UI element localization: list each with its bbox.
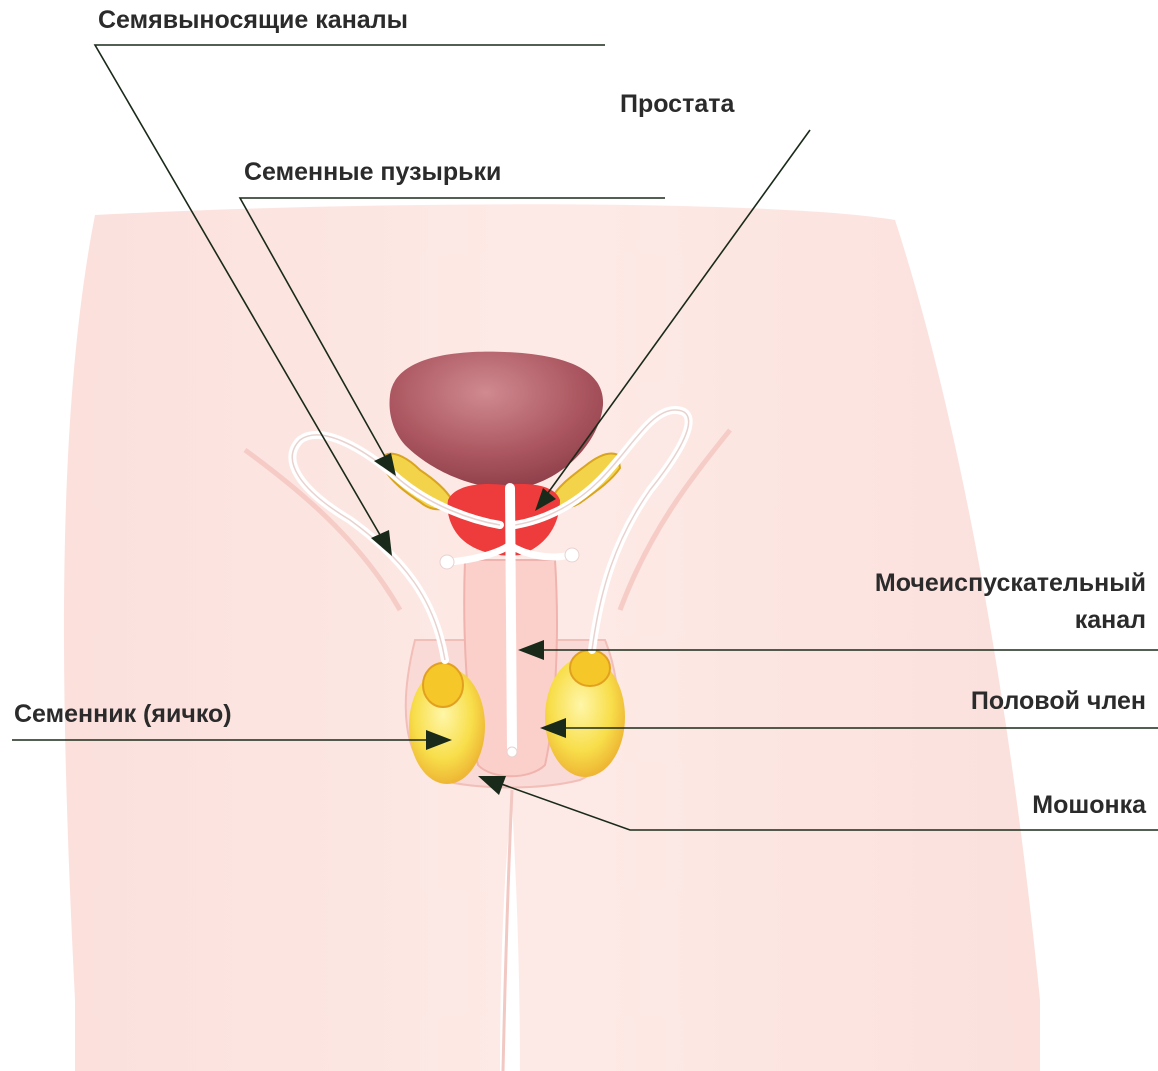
left-epididymis: [423, 663, 463, 707]
urethra-opening: [507, 747, 517, 757]
label-seminal-vesicles: Семенные пузырьки: [244, 157, 501, 187]
left-bulbourethral-gland: [440, 555, 454, 569]
right-epididymis: [570, 650, 610, 686]
label-penis: Половой член: [971, 686, 1146, 716]
urethra: [510, 488, 512, 750]
label-urethra-line2: канал: [1075, 605, 1146, 635]
label-scrotum: Мошонка: [1032, 790, 1146, 820]
label-urethra-line1: Мочеиспускательный: [875, 568, 1146, 598]
label-prostate: Простата: [620, 89, 734, 119]
right-bulbourethral-gland: [565, 548, 579, 562]
label-testicle: Семенник (яичко): [14, 699, 232, 729]
label-vas-deferens: Семявыносящие каналы: [98, 5, 408, 35]
